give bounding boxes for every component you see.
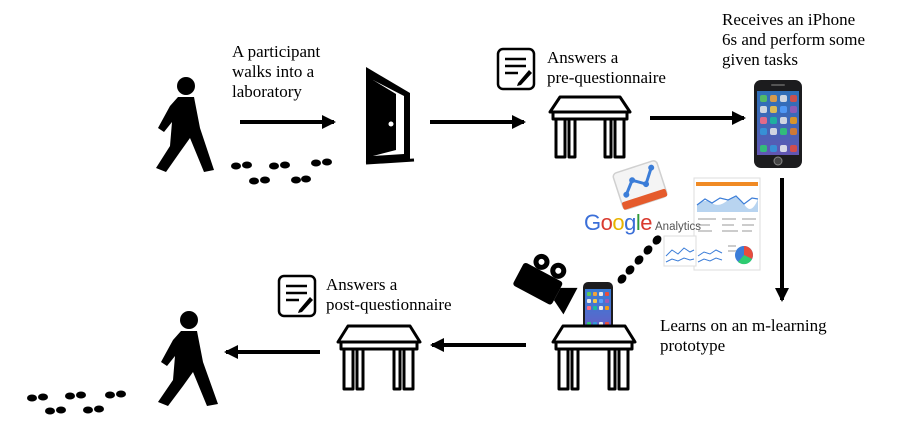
door-icon xyxy=(365,67,415,165)
step-walk-in-label: A participant walks into a laboratory xyxy=(232,42,321,101)
desk-icon xyxy=(551,324,637,391)
footsteps-icon xyxy=(231,158,332,185)
analytics-wordmark: Analytics xyxy=(655,221,702,233)
google-letter: l xyxy=(635,210,641,235)
desk-icon xyxy=(336,324,422,391)
google-letter: o xyxy=(600,210,613,235)
iphone-icon xyxy=(754,80,802,168)
data-link-dots xyxy=(617,235,662,284)
google-wordmark: Google xyxy=(584,210,653,235)
questionnaire-icon xyxy=(277,274,317,318)
analytics-report-thumbnail xyxy=(693,177,761,271)
step-pre-questionnaire-label: Answers a pre-questionnaire xyxy=(547,48,666,87)
walking-person-icon xyxy=(158,311,218,406)
step-learn-label: Learns on an m-learning prototype xyxy=(660,316,827,355)
google-letter: o xyxy=(612,210,625,235)
step-post-questionnaire-label: Answers a post-questionnaire xyxy=(326,275,452,314)
video-camera-icon xyxy=(513,253,578,315)
google-letter: g xyxy=(624,210,636,235)
desk-icon xyxy=(548,95,632,159)
questionnaire-icon xyxy=(496,47,536,91)
analytics-report-thumbnail xyxy=(663,235,697,267)
footsteps-icon xyxy=(27,390,126,415)
analytics-logo-icon xyxy=(612,160,668,210)
step-receive-phone-label: Receives an iPhone 6s and perform some g… xyxy=(722,10,866,69)
google-letter: e xyxy=(640,210,653,235)
google-letter: G xyxy=(584,210,601,235)
walking-person-icon xyxy=(156,77,214,172)
